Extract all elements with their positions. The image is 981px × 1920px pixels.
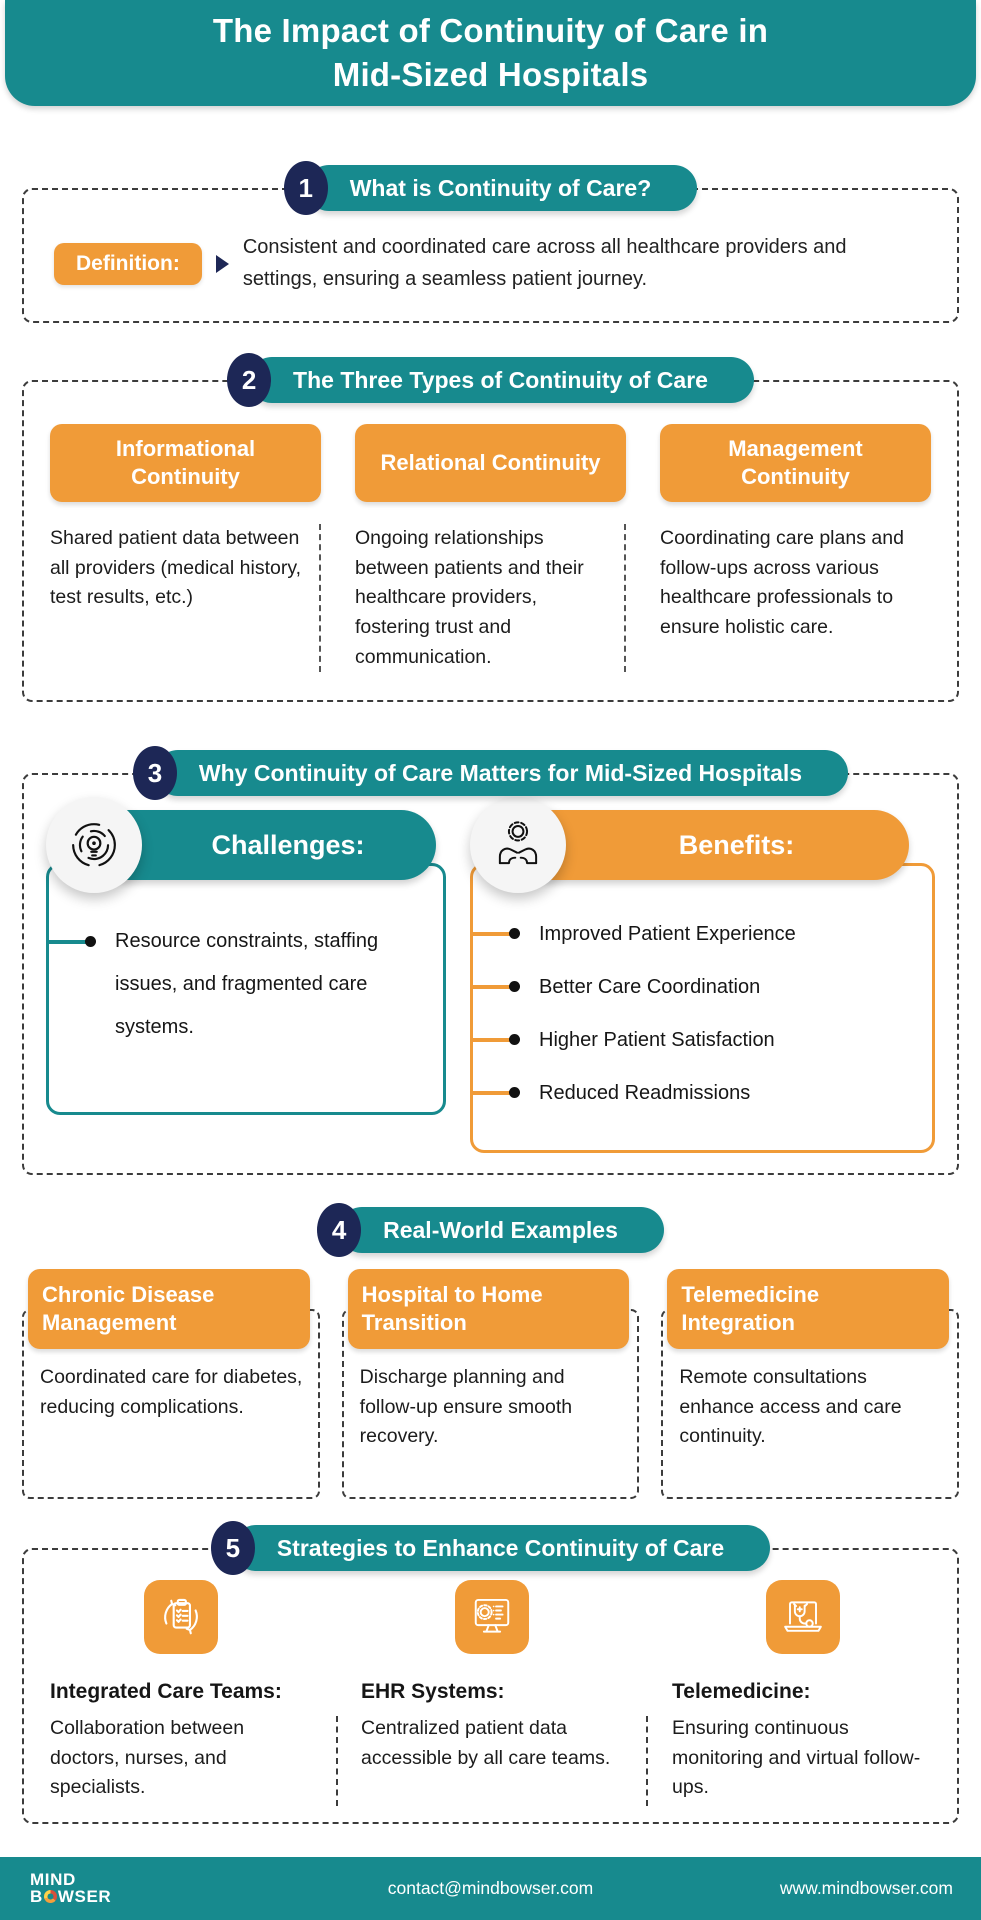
type-card-management: Management Continuity	[660, 424, 931, 503]
challenges-box: Resource constraints, staffing issues, a…	[46, 863, 446, 1116]
example-card-hospital-to-home: Hospital to Home Transition Discharge pl…	[341, 1269, 640, 1500]
footer-bar: MIND B WSER contact@mindbowser.com www.m…	[0, 1857, 981, 1920]
type-card-informational: Informational Continuity	[50, 424, 321, 503]
arrow-right-icon	[215, 254, 229, 273]
section2-header: 2 The Three Types of Continuity of Care	[22, 353, 959, 408]
section-why-it-matters: 3 Why Continuity of Care Matters for Mid…	[22, 746, 959, 1176]
definition-label: Definition:	[54, 242, 202, 285]
strategy-body: Ensuring continuous monitoring and virtu…	[672, 1717, 921, 1798]
logo-line2-pre: B	[30, 1886, 43, 1906]
section5-box: Integrated Care Teams: Collaboration bet…	[22, 1548, 959, 1825]
challenges-label: Challenges:	[94, 810, 436, 881]
section1-box: Definition: Consistent and coordinated c…	[22, 188, 959, 324]
logo-o-icon	[43, 1890, 57, 1904]
header-banner: The Impact of Continuity of Care in Mid-…	[5, 0, 976, 106]
contact-email-link[interactable]: contact@mindbowser.com	[387, 1878, 594, 1898]
divider	[646, 1716, 649, 1807]
strategy-heading: Telemedicine:	[672, 1680, 811, 1704]
section-three-types: 2 The Three Types of Continuity of Care …	[22, 353, 959, 703]
page-title-line1: The Impact of Continuity of Care in	[212, 12, 769, 50]
section3-box: Challenges: Resource constraints, staffi…	[22, 773, 959, 1176]
example-card-header: Telemedicine Integration	[667, 1269, 949, 1350]
telemedicine-laptop-icon	[765, 1580, 840, 1655]
type-desc-relational: Ongoing relationships between patients a…	[355, 524, 626, 673]
benefit-item: Higher Patient Satisfaction	[470, 1026, 912, 1054]
section-strategies: 5 Strategies to Enhance Continuity of Ca…	[22, 1521, 959, 1825]
section4-number-badge: 4	[317, 1203, 362, 1258]
divider	[335, 1716, 338, 1807]
clipboard-cycle-icon	[143, 1580, 218, 1655]
benefit-item: Reduced Readmissions	[470, 1079, 912, 1107]
benefits-box: Improved Patient Experience Better Care …	[470, 863, 935, 1154]
benefit-item: Improved Patient Experience	[470, 920, 912, 948]
benefits-label: Benefits:	[518, 810, 909, 881]
type-desc-management: Coordinating care plans and follow-ups a…	[660, 527, 904, 639]
hands-gear-icon	[489, 816, 547, 874]
section4-title: Real-World Examples	[339, 1207, 664, 1254]
page-title-line2: Mid-Sized Hospitals	[332, 56, 649, 93]
challenges-badge	[46, 797, 142, 894]
section-real-world-examples: 4 Real-World Examples Chronic Disease Ma…	[0, 1203, 981, 1500]
example-card-telemedicine: Telemedicine Integration Remote consulta…	[661, 1269, 959, 1500]
logo-line2-post: WSER	[57, 1886, 112, 1906]
section1-header: 1 What is Continuity of Care?	[22, 161, 959, 215]
section5-number-badge: 5	[210, 1521, 255, 1576]
section1-number-badge: 1	[283, 161, 328, 215]
section2-title: The Three Types of Continuity of Care	[249, 357, 754, 404]
strategy-heading: EHR Systems:	[361, 1680, 505, 1704]
example-card-header: Hospital to Home Transition	[347, 1269, 630, 1350]
maze-lightbulb-icon	[65, 816, 123, 874]
website-link[interactable]: www.mindbowser.com	[779, 1878, 953, 1898]
section5-header: 5 Strategies to Enhance Continuity of Ca…	[22, 1521, 959, 1576]
example-card-chronic-disease: Chronic Disease Management Coordinated c…	[22, 1269, 320, 1500]
example-card-header: Chronic Disease Management	[28, 1269, 310, 1350]
section4-header: 4 Real-World Examples	[0, 1203, 981, 1258]
definition-text: Consistent and coordinated care across a…	[242, 236, 847, 290]
type-desc-informational: Shared patient data between all provider…	[50, 524, 321, 673]
challenge-item: Resource constraints, staffing issues, a…	[46, 920, 423, 1049]
challenges-panel: Challenges: Resource constraints, staffi…	[46, 797, 446, 1153]
section3-header: 3 Why Continuity of Care Matters for Mid…	[22, 746, 959, 801]
strategy-telemedicine: Telemedicine: Ensuring continuous monito…	[646, 1580, 957, 1802]
benefits-panel: Benefits: Improved Patient Experience Be…	[470, 797, 935, 1154]
definition-row: Definition: Consistent and coordinated c…	[54, 232, 927, 295]
example-card-body: Remote consultations enhance access and …	[661, 1309, 959, 1500]
strategy-body: Centralized patient data accessible by a…	[361, 1717, 611, 1769]
mindbowser-logo: MIND B WSER	[30, 1870, 112, 1906]
section2-box: Informational Continuity Relational Cont…	[22, 380, 959, 703]
strategy-ehr-systems: EHR Systems: Centralized patient data ac…	[335, 1580, 646, 1802]
section2-number-badge: 2	[227, 353, 272, 408]
page-title: The Impact of Continuity of Care in Mid-…	[213, 9, 768, 96]
section-what-is-continuity: 1 What is Continuity of Care? Definition…	[22, 161, 959, 324]
section3-number-badge: 3	[132, 746, 177, 801]
strategy-heading: Integrated Care Teams:	[50, 1680, 282, 1704]
type-card-relational: Relational Continuity	[355, 424, 626, 503]
benefit-item: Better Care Coordination	[470, 973, 912, 1001]
logo-line1: MIND	[30, 1870, 76, 1890]
ehr-monitor-icon	[454, 1580, 529, 1655]
section1-title: What is Continuity of Care?	[305, 165, 698, 211]
section5-title: Strategies to Enhance Continuity of Care	[232, 1525, 771, 1572]
section3-title: Why Continuity of Care Matters for Mid-S…	[154, 750, 849, 797]
strategy-body: Collaboration between doctors, nurses, a…	[50, 1717, 245, 1798]
benefits-badge	[470, 797, 566, 894]
strategy-integrated-care-teams: Integrated Care Teams: Collaboration bet…	[24, 1580, 335, 1802]
